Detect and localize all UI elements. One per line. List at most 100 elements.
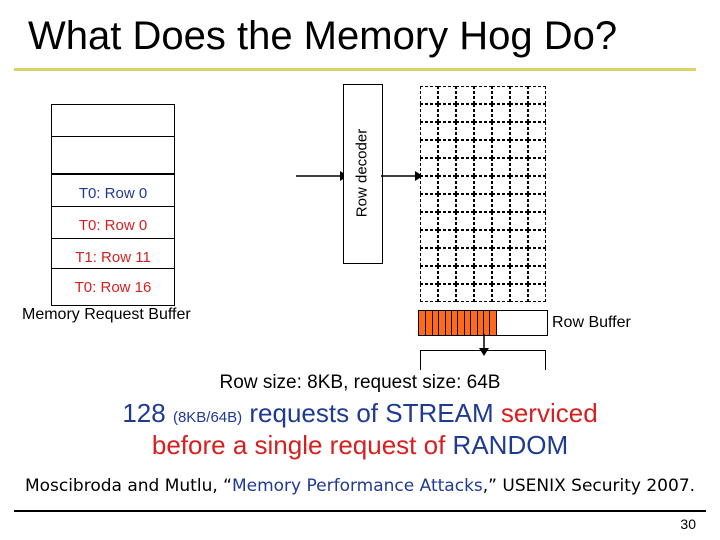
dram-cell bbox=[438, 194, 456, 212]
random-label: RANDOM bbox=[452, 430, 569, 460]
column-mux bbox=[420, 350, 546, 370]
slide-title: What Does the Memory Hog Do? bbox=[28, 14, 618, 58]
dram-cell bbox=[492, 266, 510, 284]
dram-cell bbox=[492, 176, 510, 194]
dram-cell bbox=[420, 140, 438, 158]
dram-cell bbox=[438, 140, 456, 158]
dram-cell bbox=[510, 140, 528, 158]
dram-cell bbox=[420, 266, 438, 284]
row-buffer-divider bbox=[425, 311, 427, 335]
dram-cell bbox=[510, 230, 528, 248]
request-slot bbox=[51, 136, 175, 174]
dram-cell bbox=[438, 284, 456, 302]
dram-cell bbox=[474, 158, 492, 176]
dram-cell bbox=[438, 104, 456, 122]
dram-array bbox=[420, 86, 546, 302]
dram-cell bbox=[456, 140, 474, 158]
dram-cell bbox=[420, 104, 438, 122]
dram-cell bbox=[456, 176, 474, 194]
dram-cell bbox=[438, 266, 456, 284]
request-count: 128 bbox=[122, 398, 166, 428]
request-ratio: (8KB/64B) bbox=[172, 409, 243, 426]
row-buffer-divider bbox=[470, 311, 472, 335]
dram-cell bbox=[438, 248, 456, 266]
dram-cell bbox=[510, 266, 528, 284]
dram-cell bbox=[510, 248, 528, 266]
dram-cell bbox=[510, 104, 528, 122]
request-slot: T0: Row 16 bbox=[51, 268, 175, 306]
dram-cell bbox=[456, 122, 474, 140]
dram-cell bbox=[420, 248, 438, 266]
row-buffer: 0 bbox=[418, 310, 548, 336]
row-buffer-divider bbox=[476, 311, 478, 335]
dram-cell bbox=[492, 158, 510, 176]
dram-cell bbox=[420, 158, 438, 176]
dram-cell bbox=[438, 176, 456, 194]
row-buffer-divider bbox=[483, 311, 484, 335]
decoder-output-arrow bbox=[381, 171, 423, 181]
dram-cell bbox=[456, 194, 474, 212]
dram-cell bbox=[510, 194, 528, 212]
dram-cell bbox=[474, 176, 492, 194]
dram-cell bbox=[528, 122, 546, 140]
row-buffer-divider bbox=[457, 311, 459, 335]
dram-cell bbox=[510, 176, 528, 194]
dram-cell bbox=[492, 212, 510, 230]
memory-request-buffer: T0: Row 0 T0: Row 0 T1: Row 11 T0: Row 1… bbox=[51, 104, 175, 306]
page-number: 30 bbox=[680, 516, 696, 532]
dram-cell bbox=[420, 194, 438, 212]
dram-cell bbox=[474, 86, 492, 104]
decoder-input-arrow bbox=[296, 171, 348, 181]
row-decoder-label: Row decoder bbox=[353, 128, 371, 218]
request-slot bbox=[51, 104, 175, 142]
dram-cell bbox=[510, 158, 528, 176]
dram-cell bbox=[420, 230, 438, 248]
dram-cell bbox=[474, 230, 492, 248]
dram-cell bbox=[474, 122, 492, 140]
dram-cell bbox=[474, 140, 492, 158]
dram-cell bbox=[492, 122, 510, 140]
row-buffer-divider bbox=[438, 311, 440, 335]
dram-cell bbox=[438, 122, 456, 140]
dram-cell bbox=[474, 104, 492, 122]
dram-cell bbox=[420, 86, 438, 104]
dram-cell bbox=[528, 140, 546, 158]
dram-cell bbox=[474, 284, 492, 302]
caption-text: requests of bbox=[249, 398, 379, 428]
dram-cell bbox=[492, 140, 510, 158]
dram-cell bbox=[456, 104, 474, 122]
row-buffer-label: Row Buffer bbox=[552, 314, 631, 331]
random-caption: before a single request of RANDOM bbox=[0, 430, 720, 461]
row-size-caption: Row size: 8KB, request size: 64B bbox=[219, 372, 501, 393]
dram-cell bbox=[528, 104, 546, 122]
dram-cell bbox=[438, 230, 456, 248]
row-buffer-divider bbox=[444, 311, 446, 335]
dram-cell bbox=[528, 266, 546, 284]
footer-rule bbox=[14, 510, 706, 512]
dram-cell bbox=[528, 176, 546, 194]
dram-cell bbox=[420, 176, 438, 194]
dram-cell bbox=[474, 212, 492, 230]
row-buffer-divider bbox=[489, 311, 491, 335]
dram-cell bbox=[492, 248, 510, 266]
dram-cell bbox=[456, 158, 474, 176]
row-buffer-divider bbox=[431, 311, 433, 335]
dram-cell bbox=[510, 86, 528, 104]
dram-cell bbox=[420, 284, 438, 302]
citation-link[interactable]: Memory Performance Attacks bbox=[231, 476, 483, 496]
dram-cell bbox=[510, 284, 528, 302]
dram-cell bbox=[492, 284, 510, 302]
citation: Moscibroda and Mutlu, “Memory Performanc… bbox=[0, 476, 720, 496]
stream-caption: 128 (8KB/64B) requests of STREAM service… bbox=[0, 398, 720, 429]
dram-cell bbox=[456, 248, 474, 266]
dram-cell bbox=[456, 86, 474, 104]
row-buffer-divider bbox=[463, 311, 465, 335]
row-buffer-content: 0 bbox=[496, 313, 505, 330]
dram-cell bbox=[474, 194, 492, 212]
dram-cell bbox=[474, 266, 492, 284]
dram-cell bbox=[492, 86, 510, 104]
dram-cell bbox=[420, 212, 438, 230]
request-slot: T0: Row 0 bbox=[51, 206, 175, 244]
request-slot: T0: Row 0 bbox=[51, 174, 175, 212]
dram-cell bbox=[456, 284, 474, 302]
